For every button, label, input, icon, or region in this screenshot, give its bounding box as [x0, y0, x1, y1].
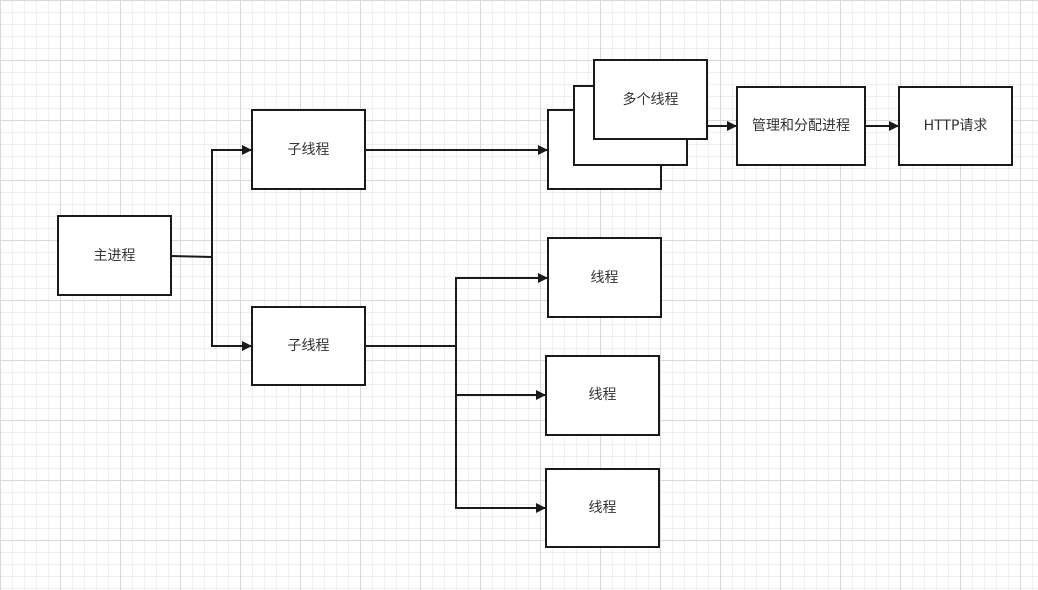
- node-http-request[interactable]: HTTP请求: [898, 86, 1013, 166]
- node-thread-2[interactable]: 线程: [545, 355, 660, 436]
- node-manage-distribute[interactable]: 管理和分配进程: [736, 86, 866, 166]
- node-label: 子线程: [288, 142, 330, 158]
- node-box: [545, 355, 660, 436]
- node-box: [898, 86, 1013, 166]
- node-label: 子线程: [288, 338, 330, 354]
- node-box: [251, 306, 366, 386]
- edge-main-to-child-thread-2: [211, 257, 252, 351]
- node-box: [547, 237, 662, 318]
- node-multiple-threads[interactable]: 多个线程: [547, 59, 708, 190]
- connectors: [170, 121, 899, 513]
- stack-layer-front: [593, 59, 708, 140]
- node-label: HTTP请求: [924, 118, 988, 134]
- edge-main-to-child-thread-1: [211, 145, 252, 257]
- node-label: 多个线程: [623, 91, 679, 108]
- node-thread-3[interactable]: 线程: [545, 468, 660, 548]
- node-box: [251, 109, 366, 190]
- node-label: 主进程: [94, 248, 136, 264]
- node-child-thread-1[interactable]: 子线程: [251, 109, 366, 190]
- node-box: [545, 468, 660, 548]
- node-label: 线程: [591, 270, 619, 286]
- edge-child-thread-2-to-thread-2: [455, 346, 546, 400]
- node-child-thread-2[interactable]: 子线程: [251, 306, 366, 386]
- node-label: 线程: [589, 500, 617, 516]
- node-label: 管理和分配进程: [752, 118, 850, 134]
- edge-main-to-trunk: [170, 255, 213, 258]
- edge-child-thread-2-to-thread-3: [455, 346, 546, 513]
- node-box: [736, 86, 866, 166]
- node-main-process[interactable]: 主进程: [57, 215, 172, 296]
- node-label: 线程: [589, 387, 617, 403]
- edge-child-thread-2-to-thread-1: [455, 273, 548, 346]
- node-thread-1[interactable]: 线程: [547, 237, 662, 318]
- node-box: [57, 215, 172, 296]
